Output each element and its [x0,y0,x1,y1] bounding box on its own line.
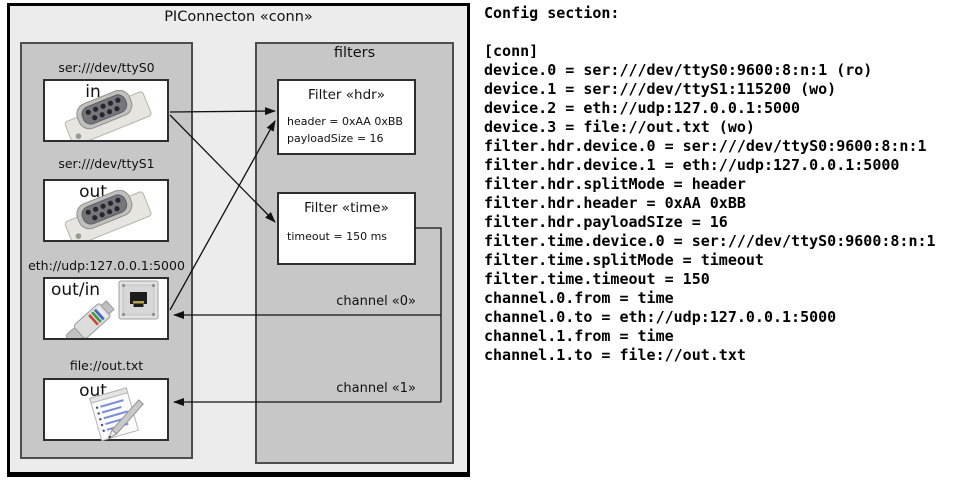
config-section-text: Config section: [conn] device.0 = ser://… [484,4,936,364]
channel-0-label: channel «0» [336,294,416,309]
filters-panel-label: filters [333,45,376,61]
channel-1-label: channel «1» [336,381,416,396]
ethernet-icon [65,280,159,338]
device-box-eth: out/in [43,277,169,340]
filter-hdr-prop-header: header = 0xAA 0xBB [287,115,403,128]
serial-connector-icon [64,90,152,140]
device-url-label-file: file://out.txt [69,358,144,373]
filter-hdr-box: Filter «hdr» header = 0xAA 0xBB payloadS… [277,79,416,155]
filter-time-title: Filter «time» [304,200,389,216]
serial-connector-icon [64,190,152,240]
filter-time-prop-timeout: timeout = 150 ms [287,230,388,243]
device-url-label-eth: eth://udp:127.0.0.1:5000 [28,258,185,273]
device-url-label-ttys1: ser:///dev/ttyS1 [58,156,155,171]
file-icon [89,387,144,442]
filter-time-box: Filter «time» timeout = 150 ms [277,192,416,265]
filter-hdr-title: Filter «hdr» [308,87,385,103]
device-direction-label: out/in [51,280,101,300]
device-direction-label: in [85,82,101,102]
device-box-ttys1: out [43,179,169,242]
device-box-file: out [43,378,169,442]
device-box-ttys0: in [43,79,169,142]
filter-hdr-prop-payloadsize: payloadSize = 16 [287,132,384,145]
device-url-label-ttys0: ser:///dev/ttyS0 [58,60,155,75]
diagram-title: PIConnecton «conn» [164,9,313,25]
